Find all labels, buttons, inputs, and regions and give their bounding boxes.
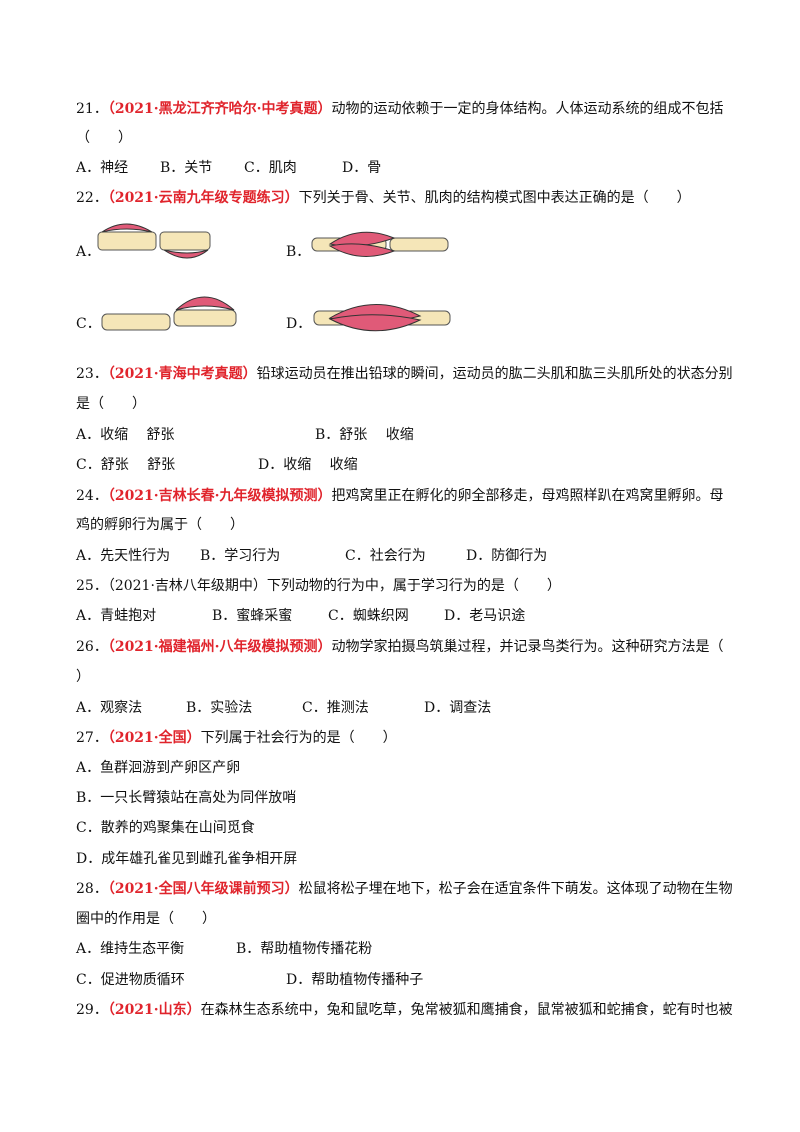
question-25-stem: 25．（2021·吉林八年级期中）下列动物的行为中，属于学习行为的是（ ） xyxy=(76,578,561,594)
question-25-source: （2021·吉林八年级期中） xyxy=(107,578,267,594)
question-28-option-b[interactable]: B．帮助植物传播花粉 xyxy=(236,941,373,957)
question-23-source: （2021·青海中考真题） xyxy=(107,366,257,382)
figure-a-bone-muscle-diagram xyxy=(97,223,211,259)
question-22-source: （2021·云南九年级专题练习） xyxy=(107,190,299,206)
question-27-option-d[interactable]: D．成年雄孔雀见到雌孔雀争相开屏 xyxy=(76,851,298,867)
question-26-option-b[interactable]: B．实验法 xyxy=(186,700,253,716)
question-21-source: （2021·黑龙江齐齐哈尔·中考真题） xyxy=(107,101,332,117)
question-21-option-a[interactable]: A．神经 xyxy=(76,160,129,176)
question-25-option-b[interactable]: B．蜜蜂采蜜 xyxy=(212,608,293,624)
question-23-stem-cont: 是（ ） xyxy=(76,396,146,412)
question-22-stem: 22．（2021·云南九年级专题练习）下列关于骨、关节、肌肉的结构模式图中表达正… xyxy=(76,190,691,206)
figure-c-bone-muscle-diagram xyxy=(101,296,237,331)
question-27-option-c[interactable]: C．散养的鸡聚集在山间觅食 xyxy=(76,820,255,836)
question-25-option-d[interactable]: D．老马识途 xyxy=(444,608,526,624)
question-24-option-a[interactable]: A．先天性行为 xyxy=(76,548,171,564)
question-24-source: （2021·吉林长春·九年级模拟预测） xyxy=(107,488,332,504)
figure-label-b[interactable]: B． xyxy=(286,244,311,260)
question-28-source: （2021·全国八年级课前预习） xyxy=(107,881,299,897)
question-29-stem: 29．（2021·山东）在森林生态系统中，兔和鼠吃草，兔常被狐和鹰捕食，鼠常被狐… xyxy=(76,1002,733,1018)
figure-label-c[interactable]: C． xyxy=(76,316,101,332)
question-24-option-c[interactable]: C．社会行为 xyxy=(345,548,426,564)
question-28-option-d[interactable]: D．帮助植物传播种子 xyxy=(286,972,424,988)
figure-d-bone-muscle-diagram xyxy=(313,304,451,332)
question-21-stem-cont: （ ） xyxy=(76,130,132,146)
question-21-stem: 21．（2021·黑龙江齐齐哈尔·中考真题）动物的运动依赖于一定的身体结构。人体… xyxy=(76,101,724,117)
question-27-option-b[interactable]: B．一只长臂猿站在高处为同伴放哨 xyxy=(76,790,297,806)
question-29-source: （2021·山东） xyxy=(107,1002,201,1018)
question-28-option-a[interactable]: A．维持生态平衡 xyxy=(76,941,185,957)
question-27-source: （2021·全国） xyxy=(107,730,201,746)
question-25-option-c[interactable]: C．蜘蛛织网 xyxy=(328,608,409,624)
question-21-option-d[interactable]: D．骨 xyxy=(342,160,382,176)
question-26-option-c[interactable]: C．推测法 xyxy=(302,700,369,716)
question-26-stem-cont: ） xyxy=(76,669,90,685)
question-28-stem-cont: 圈中的作用是（ ） xyxy=(76,911,216,927)
question-21-option-b[interactable]: B．关节 xyxy=(160,160,213,176)
question-26-stem: 26．（2021·福建福州·八年级模拟预测）动物学家拍摄鸟筑巢过程，并记录鸟类行… xyxy=(76,639,724,655)
question-23-stem: 23．（2021·青海中考真题）铅球运动员在推出铅球的瞬间，运动员的肱二头肌和肱… xyxy=(76,366,733,382)
figure-label-d[interactable]: D． xyxy=(286,316,312,332)
question-24-stem: 24．（2021·吉林长春·九年级模拟预测）把鸡窝里正在孵化的卵全部移走，母鸡照… xyxy=(76,488,724,504)
question-27-stem: 27．（2021·全国）下列属于社会行为的是（ ） xyxy=(76,730,397,746)
question-24-option-b[interactable]: B．学习行为 xyxy=(200,548,281,564)
question-23-option-d[interactable]: D．收缩 收缩 xyxy=(258,457,358,473)
question-25-option-a[interactable]: A．青蛙抱对 xyxy=(76,608,157,624)
question-24-stem-cont: 鸡的孵卵行为属于（ ） xyxy=(76,517,244,533)
question-26-option-a[interactable]: A．观察法 xyxy=(76,700,143,716)
figure-b-bone-muscle-diagram xyxy=(311,231,449,257)
question-28-option-c[interactable]: C．促进物质循环 xyxy=(76,972,185,988)
question-21-option-c[interactable]: C．肌肉 xyxy=(244,160,297,176)
question-23-option-a[interactable]: A．收缩 舒张 xyxy=(76,427,175,443)
question-26-option-d[interactable]: D．调查法 xyxy=(424,700,492,716)
question-24-option-d[interactable]: D．防御行为 xyxy=(466,548,548,564)
question-23-option-b[interactable]: B．舒张 收缩 xyxy=(315,427,414,443)
question-27-option-a[interactable]: A．鱼群洄游到产卵区产卵 xyxy=(76,760,241,776)
figure-label-a[interactable]: A． xyxy=(76,244,101,260)
question-23-option-c[interactable]: C．舒张 舒张 xyxy=(76,457,176,473)
question-28-stem: 28．（2021·全国八年级课前预习）松鼠将松子埋在地下，松子会在适宜条件下萌发… xyxy=(76,881,733,897)
question-26-source: （2021·福建福州·八年级模拟预测） xyxy=(107,639,332,655)
